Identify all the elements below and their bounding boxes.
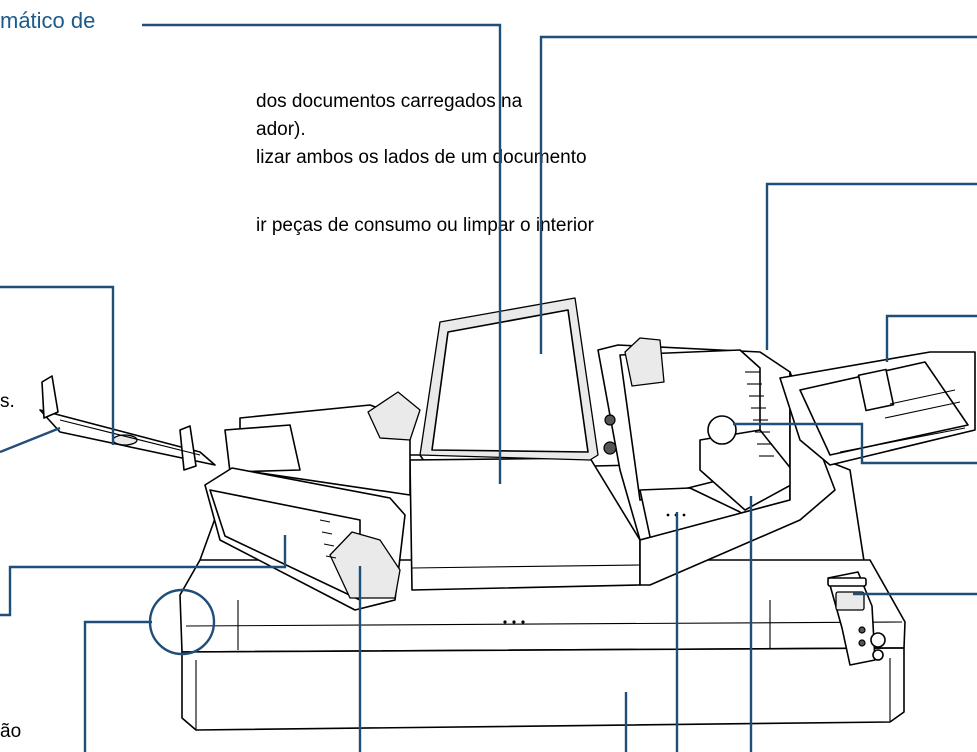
flatbed-lower-body — [181, 647, 905, 731]
description-line-4: ir peças de consumo ou limpar o interior — [256, 215, 594, 236]
section-title-fragment: mático de — [0, 8, 96, 33]
callout-circle — [148, 588, 216, 656]
leader-line-side-guides — [733, 422, 977, 465]
leader-line-top-cover — [539, 35, 977, 354]
leader-line-circle — [83, 620, 152, 752]
description-line-2: ador). — [256, 119, 306, 140]
leader-line-chute-extension — [885, 314, 977, 362]
label-fragment-left: s. — [0, 391, 15, 412]
leader-line-adf — [142, 23, 502, 484]
description-line-3: lizar ambos os lados de um documento — [256, 147, 587, 168]
leader-line-feed-chute — [765, 182, 977, 350]
leader-line-stacker — [0, 535, 287, 617]
document-guide-left — [624, 337, 665, 387]
stacker-side-guide — [329, 531, 401, 599]
label-fragment-bottom-left: ão — [0, 721, 22, 742]
leader-line-stacker-ext — [0, 285, 115, 445]
description-line-1: dos documentos carregados na — [256, 91, 523, 112]
